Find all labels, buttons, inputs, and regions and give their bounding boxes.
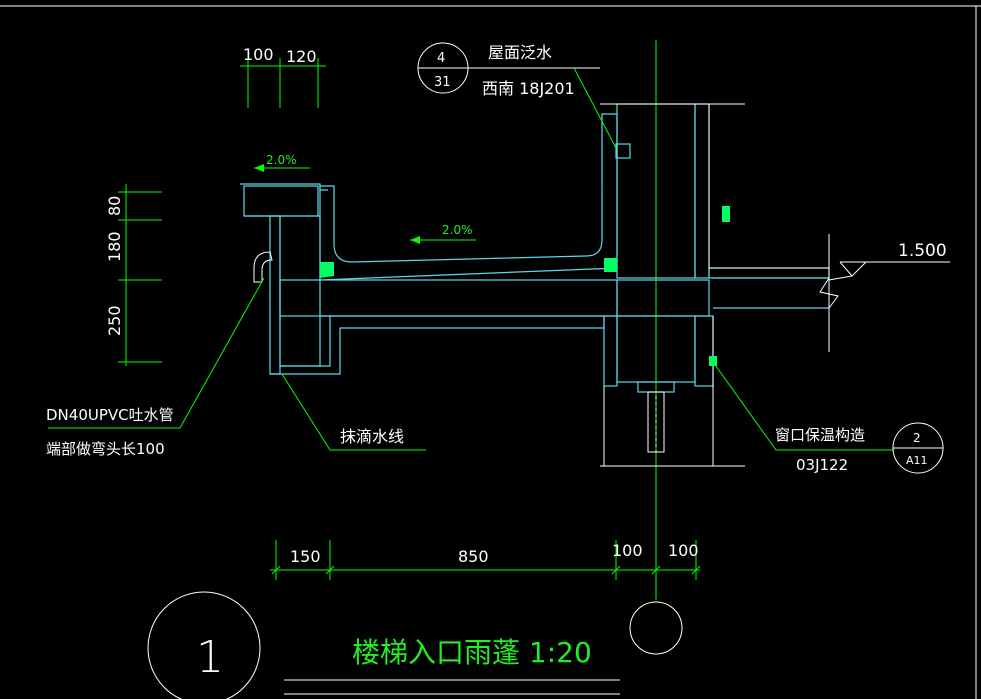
elevation-label: 1.500 bbox=[898, 241, 947, 261]
axis-bubble bbox=[629, 601, 683, 655]
slope-top-label: 2.0% bbox=[266, 153, 297, 167]
bottom-dim-850: 850 bbox=[458, 547, 489, 566]
top-dim-100: 100 bbox=[243, 45, 274, 64]
ref-window: 窗口保温构造 03J122 2 A11 bbox=[712, 361, 944, 474]
left-dim-250: 250 bbox=[105, 305, 124, 336]
elevation-marker: 1.500 bbox=[828, 241, 950, 281]
ref-flashing-title: 屋面泛水 bbox=[488, 43, 552, 62]
pipe-note-line2: 端部做弯头长100 bbox=[46, 440, 165, 458]
ref-flashing: 4 31 屋面泛水 西南 18J201 bbox=[417, 42, 617, 149]
pipe-note-line1: DN40UPVC吐水管 bbox=[46, 406, 174, 424]
detail-title-block: 1 楼梯入口雨蓬 1:20 bbox=[147, 591, 620, 699]
left-dimensions: 80 180 250 bbox=[105, 184, 162, 366]
drip-note: 抹滴水线 bbox=[281, 373, 426, 451]
top-dim-120: 120 bbox=[286, 47, 317, 66]
ref-flashing-number: 4 bbox=[437, 51, 445, 66]
floor-slab bbox=[708, 234, 839, 352]
slope-markers: 2.0% 2.0% bbox=[254, 153, 476, 244]
bottom-dim-100b: 100 bbox=[668, 541, 699, 560]
ref-flashing-sheet: 31 bbox=[434, 75, 451, 90]
bottom-dimensions: 150 850 100 100 bbox=[270, 540, 701, 580]
detail-number: 1 bbox=[196, 632, 224, 683]
canopy-slab bbox=[240, 183, 710, 375]
ref-window-number: 2 bbox=[913, 431, 921, 445]
detail-title: 楼梯入口雨蓬 1:20 bbox=[352, 636, 592, 669]
bottom-dim-100a: 100 bbox=[612, 541, 643, 560]
ref-window-title: 窗口保温构造 bbox=[775, 426, 865, 444]
top-dimensions: 100 120 bbox=[240, 45, 326, 108]
pipe-note: DN40UPVC吐水管 端部做弯头长100 bbox=[46, 277, 265, 458]
slope-mid-label: 2.0% bbox=[442, 223, 473, 237]
left-dim-80: 80 bbox=[105, 196, 124, 216]
ref-flashing-atlas: 西南 18J201 bbox=[482, 79, 575, 98]
drip-note-label: 抹滴水线 bbox=[340, 427, 404, 446]
waterproof-layer bbox=[253, 113, 730, 366]
ref-window-atlas: 03J122 bbox=[796, 456, 848, 474]
drawing-frame bbox=[0, 5, 981, 699]
ref-window-sheet: A11 bbox=[906, 454, 928, 467]
left-dim-180: 180 bbox=[105, 231, 124, 262]
bottom-dim-150: 150 bbox=[290, 547, 321, 566]
